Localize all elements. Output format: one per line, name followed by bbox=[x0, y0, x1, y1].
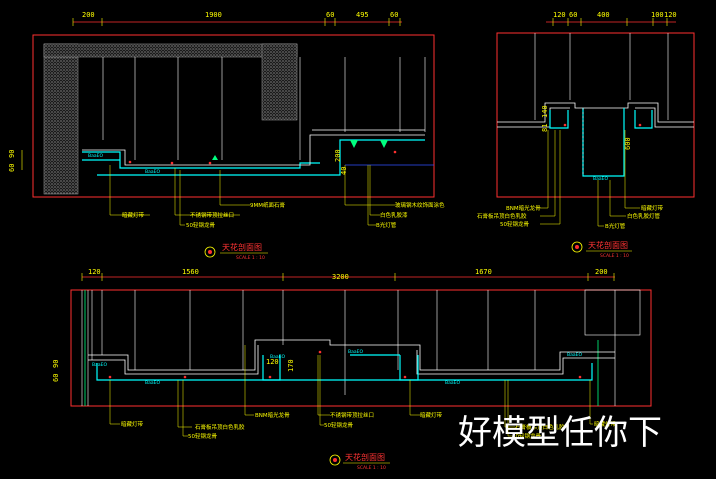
section-scale-2: SCALE 1 : 10 bbox=[600, 253, 629, 259]
dim-200: 200 bbox=[82, 11, 95, 19]
dim-left-90: 90 bbox=[8, 150, 16, 158]
annotation-b-keel1: 50轻钢龙骨 bbox=[188, 432, 217, 440]
annotation-r-white: 白色乳胶灯管 bbox=[627, 212, 661, 220]
annotation-b-keel3: 50轻钢龙骨 bbox=[512, 432, 541, 440]
cyan-label-b3: BaaEO bbox=[348, 349, 363, 355]
dim-60: 60 bbox=[326, 11, 334, 19]
dim-r-120b: 120 bbox=[664, 11, 677, 19]
annotation-r-light: 暗藏灯带 bbox=[641, 204, 664, 212]
dim-b-200: 200 bbox=[595, 268, 608, 276]
dim-b-mid-170: 170 bbox=[287, 359, 295, 372]
dim-60b: 60 bbox=[390, 11, 398, 19]
dim-r-400: 400 bbox=[597, 11, 610, 19]
annotation-light-tube: B光灯管 bbox=[376, 221, 397, 229]
cyan-label-b5: BaaEO bbox=[567, 352, 582, 358]
annotation-r-tube: B光灯管 bbox=[605, 222, 626, 230]
annotation-r-gypsum: 石膏板吊顶白色乳胶 bbox=[477, 212, 527, 220]
dim-b-1670: 1670 bbox=[475, 268, 492, 276]
cyan-label-b4: BaaEO bbox=[445, 380, 460, 386]
section-bottom: 120 1560 3200 1670 200 bbox=[52, 268, 652, 471]
section-top-right: 120 60 400 100 120 BaaEO 81 140 600 bbox=[477, 11, 695, 259]
annotation-b-gypsum2: 石膏板吊顶白色乳胶 bbox=[515, 423, 565, 431]
section-title-2: 天花剖面图 bbox=[588, 240, 628, 250]
cyan-label-1: BaaEO bbox=[88, 153, 103, 159]
annotation-keel: 50轻钢龙骨 bbox=[186, 221, 215, 229]
dim-r-140: 140 bbox=[541, 105, 549, 118]
cyan-label-2: BaaEO bbox=[145, 169, 160, 175]
dim-b-left-90: 90 bbox=[52, 360, 60, 368]
annotation-b-bnm: BNM暗光龙骨 bbox=[255, 411, 290, 419]
section-title-1: 天花剖面图 bbox=[222, 242, 262, 252]
annotation-white-paint: 白色乳胶漆 bbox=[380, 211, 408, 219]
cyan-label-r1: BaaEO bbox=[593, 176, 608, 182]
dim-b-120: 120 bbox=[88, 268, 101, 276]
dim-r-81: 81 bbox=[541, 124, 549, 132]
dim-b-3200: 3200 bbox=[332, 273, 349, 281]
annotation-b-keel2: 50轻钢龙骨 bbox=[324, 421, 353, 429]
watermark: 好模型任你下 bbox=[458, 413, 662, 453]
annotation-b-light2: 暗藏灯带 bbox=[420, 411, 443, 419]
dim-r-60: 60 bbox=[569, 11, 577, 19]
annotation-b-gypsum1: 石膏板吊顶白色乳胶 bbox=[195, 423, 245, 431]
dim-b-left-60: 60 bbox=[52, 374, 60, 382]
annotation-steel-trim: 不锈钢带顶拉丝口 bbox=[190, 211, 234, 219]
dim-r-120: 120 bbox=[553, 11, 566, 19]
dim-1900: 1900 bbox=[205, 11, 222, 19]
annotation-r-keel: BNM暗光龙骨 bbox=[506, 204, 541, 212]
annotation-gypsum: 9MM纸面石膏 bbox=[250, 201, 285, 209]
cyan-label-b1: BaaEO bbox=[92, 362, 107, 368]
annotation-b-steel: 不锈钢带顶拉丝口 bbox=[330, 411, 374, 419]
cyan-label-b2: BaaEO bbox=[145, 380, 160, 386]
dim-r-100: 100 bbox=[651, 11, 664, 19]
dim-b-1560: 1560 bbox=[182, 268, 199, 276]
section-scale-1: SCALE 1 : 10 bbox=[236, 255, 265, 261]
dim-mid-40: 40 bbox=[340, 167, 348, 175]
annotation-r-50keel: 50轻钢龙骨 bbox=[500, 220, 529, 228]
dim-mid-200: 200 bbox=[334, 149, 342, 162]
annotation-hidden-light: 暗藏灯带 bbox=[122, 211, 145, 219]
annotation-wood-finish: 玻璃钢木纹饰面涂色 bbox=[395, 201, 445, 209]
section-title-3: 天花剖面图 bbox=[345, 452, 385, 462]
cyan-label-b6: BaaEO bbox=[270, 354, 285, 360]
dim-495: 495 bbox=[356, 11, 369, 19]
dim-left-60: 60 bbox=[8, 164, 16, 172]
section-top-left: 200 1900 60 495 60 bbox=[8, 11, 445, 261]
section-scale-3: SCALE 1 : 10 bbox=[357, 465, 386, 471]
dim-r-600: 600 bbox=[624, 137, 632, 150]
dim-b-mid-120: 120 bbox=[266, 358, 279, 366]
annotation-b-light1: 暗藏灯带 bbox=[121, 420, 144, 428]
annotation-b-light3: 暗藏灯带 bbox=[594, 420, 617, 428]
